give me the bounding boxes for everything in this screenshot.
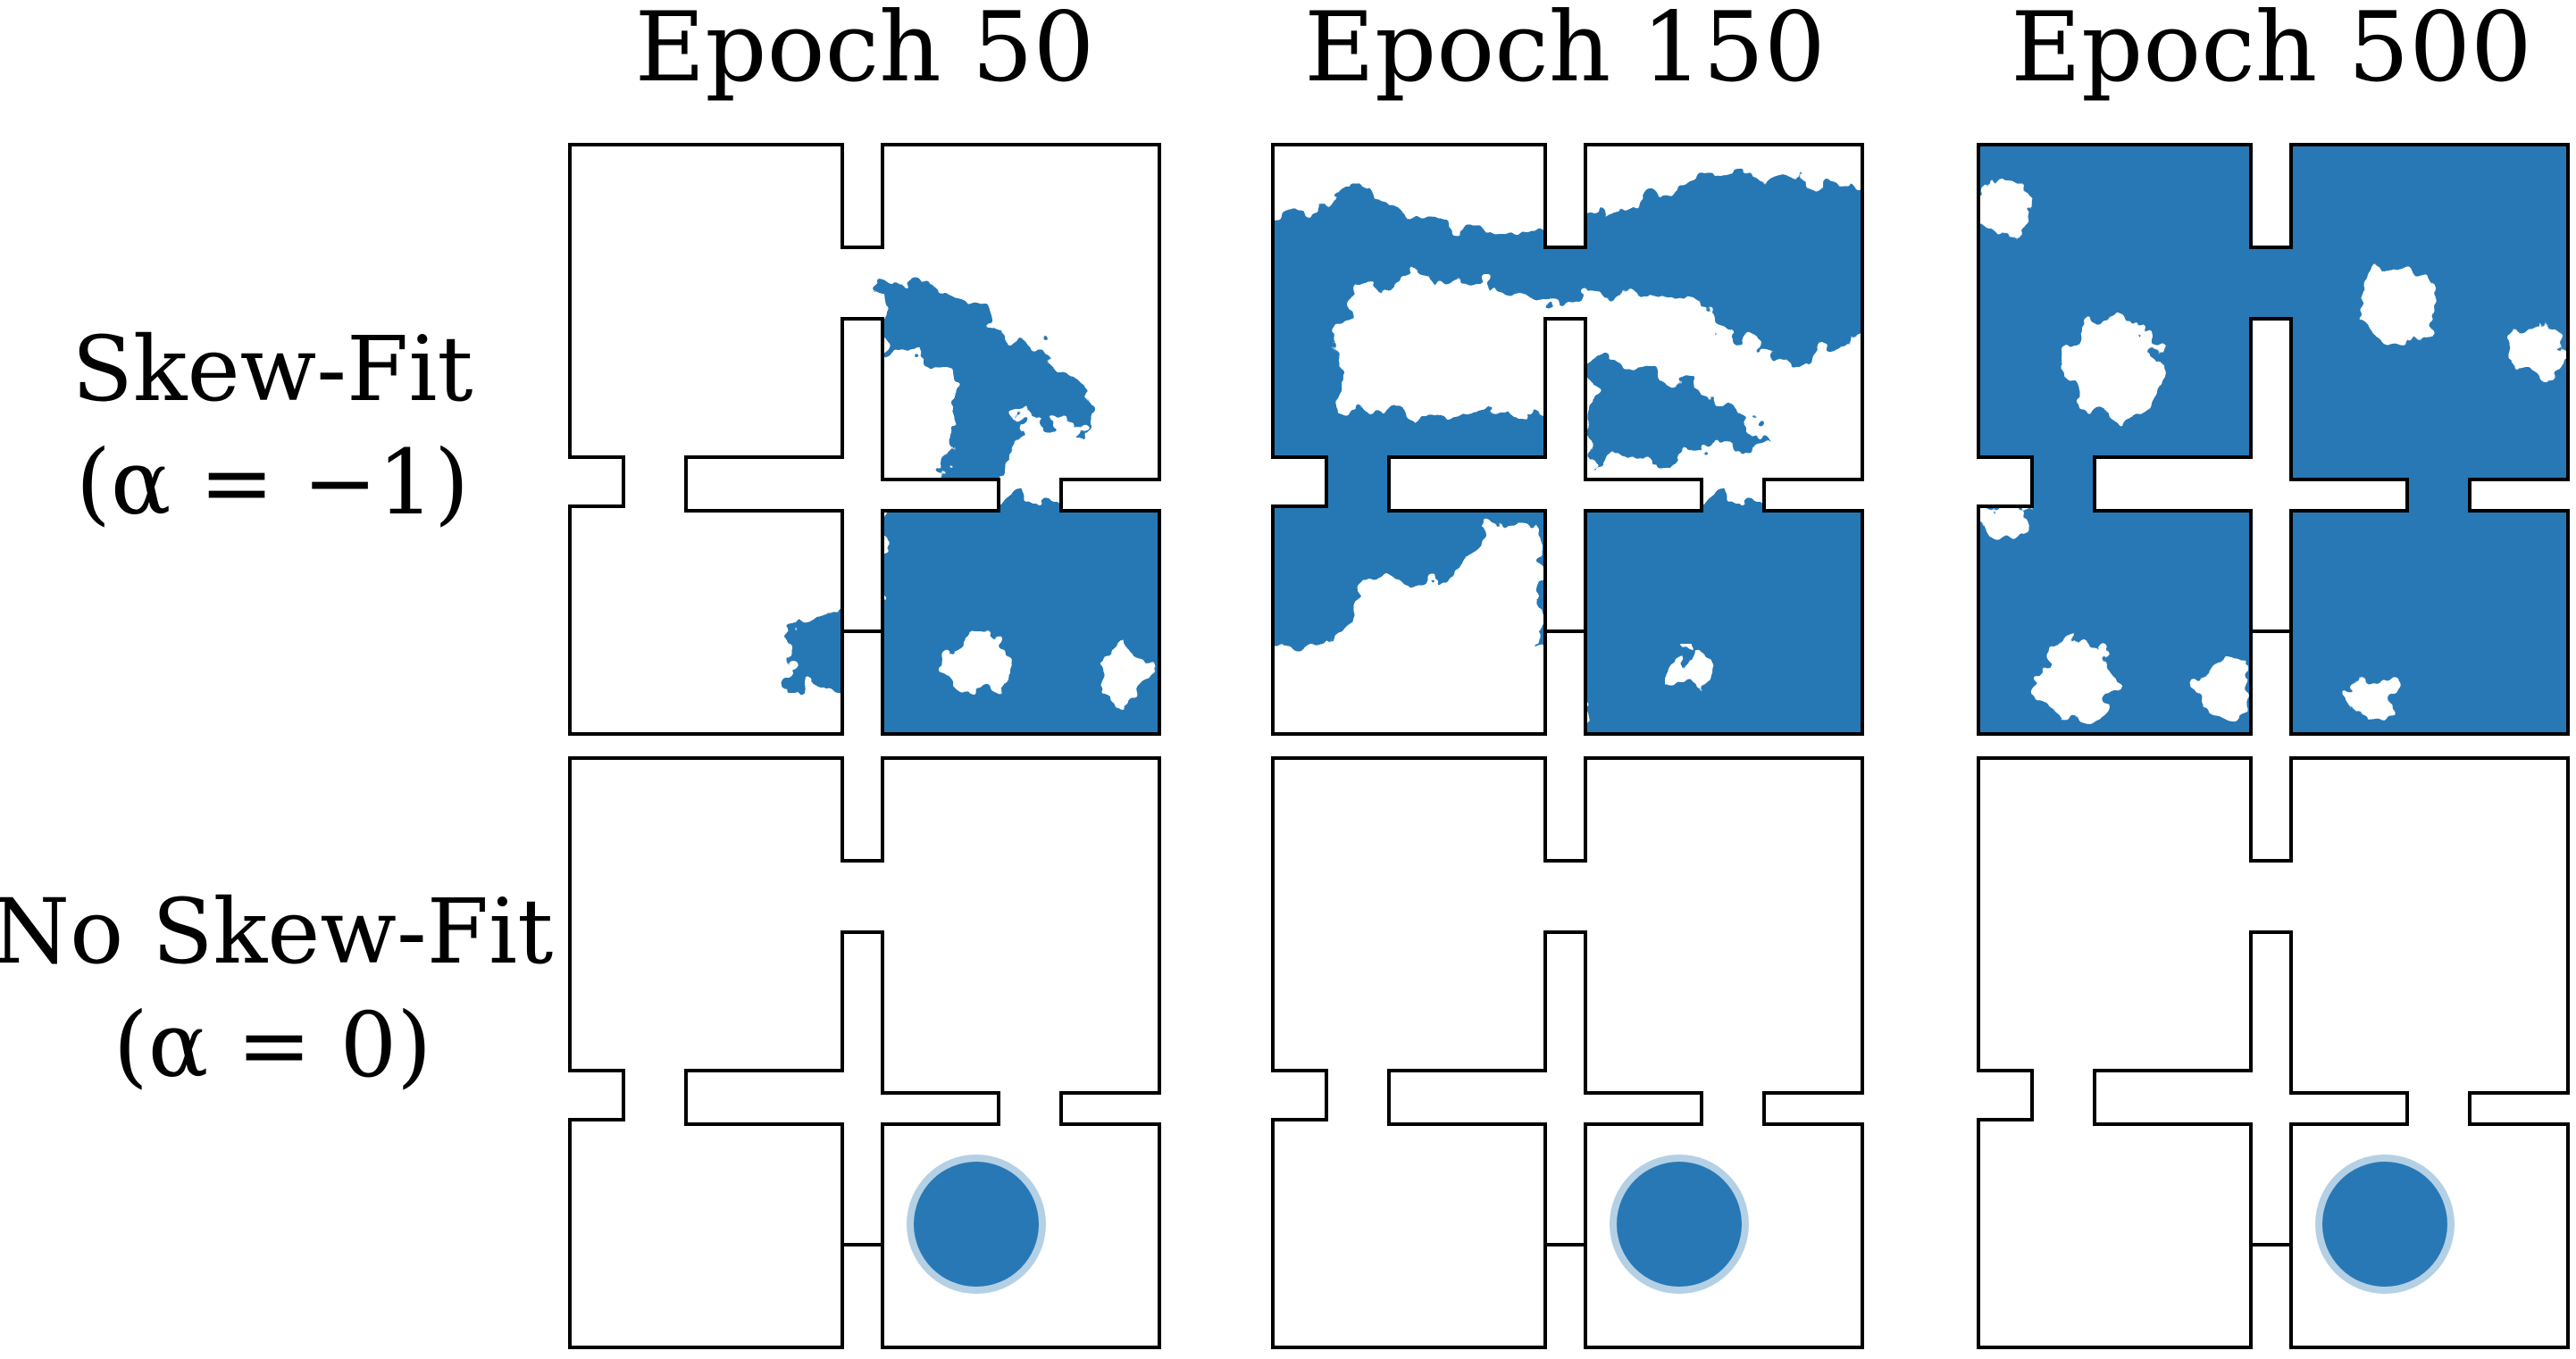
row-label-skew-fit-alpha: (α = −1) <box>76 430 469 535</box>
row-label-no-skew-fit: No Skew-Fit <box>0 880 553 984</box>
maze-panel-skewfit-epoch-50 <box>568 143 1161 736</box>
maze-panel-noskewfit-epoch-50 <box>568 756 1161 1349</box>
maze-panel-noskewfit-epoch-500 <box>1977 756 2570 1349</box>
maze-panel-skewfit-epoch-500 <box>1977 143 2570 736</box>
column-title-epoch-150: Epoch 150 <box>1304 0 1826 104</box>
maze-panel-noskewfit-epoch-150 <box>1271 756 1864 1349</box>
row-label-no-skew-fit-alpha: (α = 0) <box>113 993 432 1097</box>
row-label-skew-fit: Skew-Fit <box>71 317 473 421</box>
column-title-epoch-50: Epoch 50 <box>635 0 1095 104</box>
maze-panel-skewfit-epoch-150 <box>1271 143 1864 736</box>
column-title-epoch-500: Epoch 500 <box>2011 0 2532 104</box>
